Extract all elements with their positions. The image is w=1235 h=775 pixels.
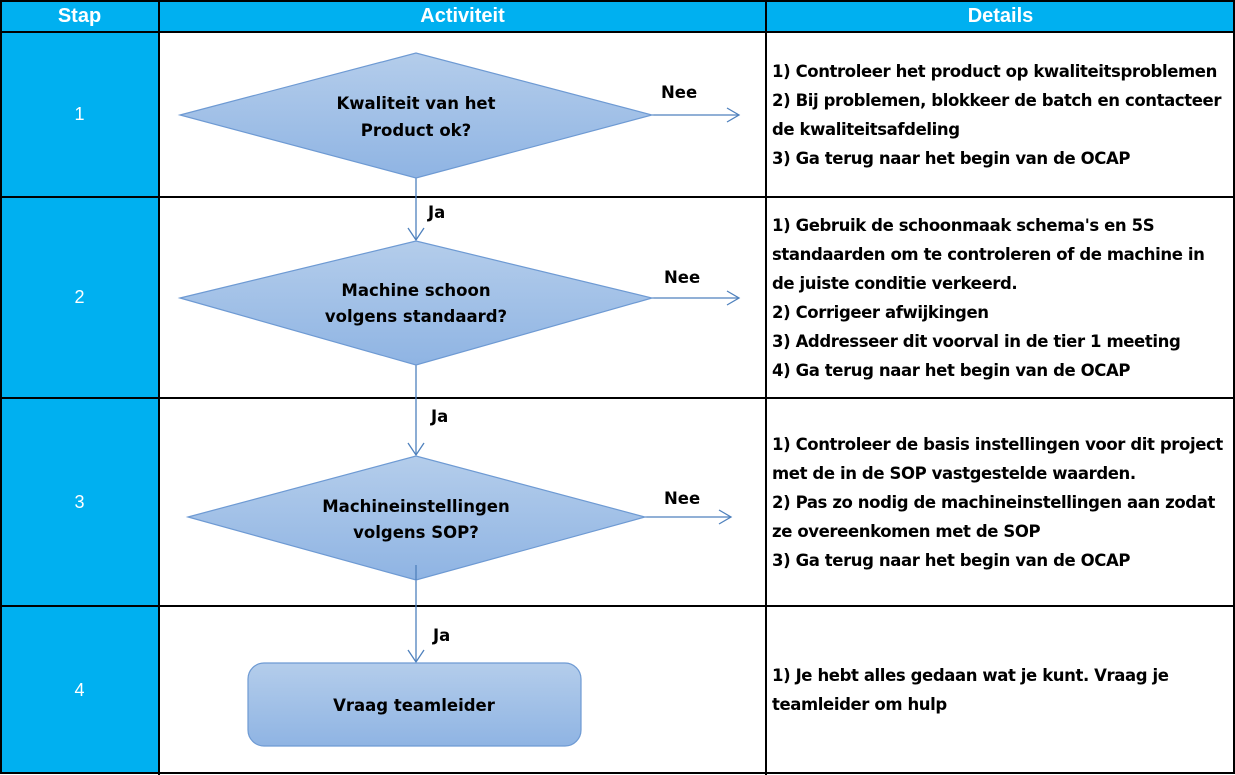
process-box — [247, 662, 582, 747]
decision-diamond-1 — [177, 52, 655, 179]
step-number-3: 3 — [0, 398, 159, 606]
details-line: ze overeenkomen met de SOP — [772, 521, 1041, 541]
details-line: 2) Corrigeer afwijkingen — [772, 302, 989, 322]
arrowhead-icon — [407, 649, 425, 664]
no-label-2: Nee — [664, 268, 700, 287]
step-number-2: 2 — [0, 197, 159, 398]
decision-2-text-line-2: volgens standaard? — [325, 307, 507, 326]
details-line: 2) Bij problemen, blokkeer de batch en c… — [772, 90, 1222, 110]
details-cell-4: 1) Je hebt alles gedaan wat je kunt. Vra… — [766, 606, 1235, 774]
step-number-4: 4 — [0, 606, 159, 774]
details-line: standaarden om te controleren of de mach… — [772, 244, 1205, 264]
decision-3-text-line-2: volgens SOP? — [353, 523, 479, 542]
details-line: 1) Gebruik de schoonmaak schema's en 5S — [772, 215, 1155, 235]
yes-label-3: Ja — [432, 626, 450, 645]
details-line: met de in de SOP vastgestelde waarden. — [772, 463, 1136, 483]
header-activity: Activiteit — [159, 0, 766, 32]
details-line: 1) Controleer het product op kwaliteitsp… — [772, 61, 1217, 81]
details-line: 2) Pas zo nodig de machineinstellingen a… — [772, 492, 1215, 512]
no-label-1: Nee — [661, 83, 697, 102]
yes-label-2: Ja — [430, 407, 448, 426]
arrowhead-icon — [407, 442, 425, 457]
details-line: 1) Controleer de basis instellingen voor… — [772, 434, 1223, 454]
step-number-1: 1 — [0, 32, 159, 197]
details-line: 3) Addresseer dit voorval in de tier 1 m… — [772, 331, 1181, 351]
header-step: Stap — [0, 0, 159, 32]
arrowhead-icon — [718, 509, 733, 525]
process-text: Vraag teamleider — [333, 696, 496, 715]
details-line: de kwaliteitsafdeling — [772, 119, 960, 139]
details-line: de juiste conditie verkeerd. — [772, 273, 1018, 293]
details-line: teamleider om hulp — [772, 695, 947, 714]
yes-label-1: Ja — [427, 203, 445, 222]
details-cell-2: 1) Gebruik de schoonmaak schema's en 5S … — [766, 197, 1235, 398]
arrowhead-icon — [726, 290, 741, 306]
decision-2-text-line-1: Machine schoon — [341, 281, 490, 300]
decision-diamond-3 — [185, 455, 648, 581]
details-line: 1) Je hebt alles gedaan wat je kunt. Vra… — [772, 666, 1169, 685]
no-label-3: Nee — [664, 489, 700, 508]
details-line: 3) Ga terug naar het begin van de OCAP — [772, 148, 1131, 168]
decision-1-text-line-2: Product ok? — [361, 121, 471, 140]
decision-diamond-2 — [177, 240, 655, 366]
arrowhead-icon — [407, 227, 425, 242]
arrowhead-icon — [726, 107, 741, 123]
header-details: Details — [766, 0, 1235, 32]
details-cell-1: 1) Controleer het product op kwaliteitsp… — [766, 32, 1235, 197]
details-line: 4) Ga terug naar het begin van de OCAP — [772, 360, 1131, 380]
decision-3-text-line-1: Machineinstellingen — [322, 497, 509, 516]
details-cell-3: 1) Controleer de basis instellingen voor… — [766, 398, 1235, 606]
decision-1-text-line-1: Kwaliteit van het — [336, 94, 495, 113]
details-line: 3) Ga terug naar het begin van de OCAP — [772, 550, 1131, 570]
